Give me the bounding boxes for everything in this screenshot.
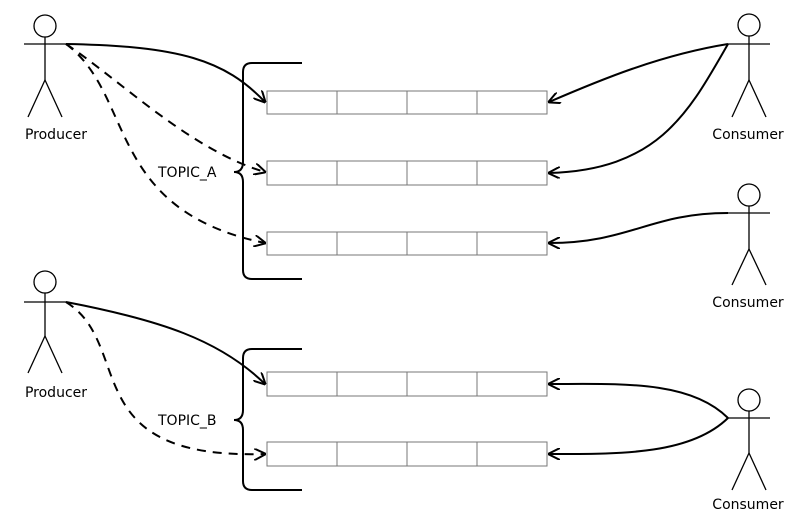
producer1-to-queue-a3-arrow — [65, 43, 265, 243]
queue-cell — [406, 371, 478, 397]
queue-cell — [406, 90, 478, 115]
producer-label-2: Producer — [25, 385, 87, 401]
queue-cell — [476, 160, 548, 186]
consumer3-from-queue-b2-arrow — [549, 417, 729, 454]
queue-cell — [476, 90, 548, 115]
queue-cell — [266, 160, 338, 186]
consumer1-from-queue-a2-arrow — [549, 43, 729, 173]
producer-actor-1 — [24, 14, 66, 118]
queue-cell — [266, 231, 338, 256]
consumer-label-2: Consumer — [712, 295, 784, 311]
producer1-to-queue-a2-arrow — [65, 43, 265, 172]
queue-a3 — [266, 231, 548, 256]
consumer-label-1: Consumer — [712, 127, 784, 143]
consumer3-from-queue-b1-arrow — [549, 384, 729, 419]
consumer-actor-2 — [728, 183, 770, 286]
topic-b-label: TOPIC_B — [157, 413, 217, 429]
consumer-actor-1 — [728, 13, 770, 118]
producer-label-1: Producer — [25, 127, 87, 143]
queue-cell — [336, 231, 408, 256]
queue-b2 — [266, 441, 548, 467]
producer2-to-queue-b1-arrow — [65, 301, 265, 384]
consumer1-from-queue-a1-arrow — [549, 43, 729, 102]
producer-actor-2 — [24, 270, 66, 374]
producer1-to-queue-a1-arrow — [65, 43, 265, 102]
topic-a-label: TOPIC_A — [157, 165, 217, 181]
queue-cell — [476, 231, 548, 256]
queue-cell — [266, 90, 338, 115]
queue-cell — [406, 441, 478, 467]
queue-cell — [266, 441, 338, 467]
queue-cell — [336, 160, 408, 186]
queue-b1 — [266, 371, 548, 397]
topic-b-brace — [233, 348, 302, 491]
producer2-to-queue-b2-arrow — [65, 301, 265, 454]
consumer-label-3: Consumer — [712, 497, 784, 513]
topic-a-brace — [233, 62, 302, 280]
queue-cell — [476, 371, 548, 397]
queue-cell — [336, 371, 408, 397]
queue-a1 — [266, 90, 548, 115]
queue-a2 — [266, 160, 548, 186]
queue-cell — [336, 90, 408, 115]
queue-cell — [266, 371, 338, 397]
queue-cell — [336, 441, 408, 467]
queue-cell — [406, 160, 478, 186]
queue-cell — [406, 231, 478, 256]
consumer2-from-queue-a3-arrow — [549, 212, 729, 243]
queue-cell — [476, 441, 548, 467]
consumer-actor-3 — [728, 388, 770, 491]
